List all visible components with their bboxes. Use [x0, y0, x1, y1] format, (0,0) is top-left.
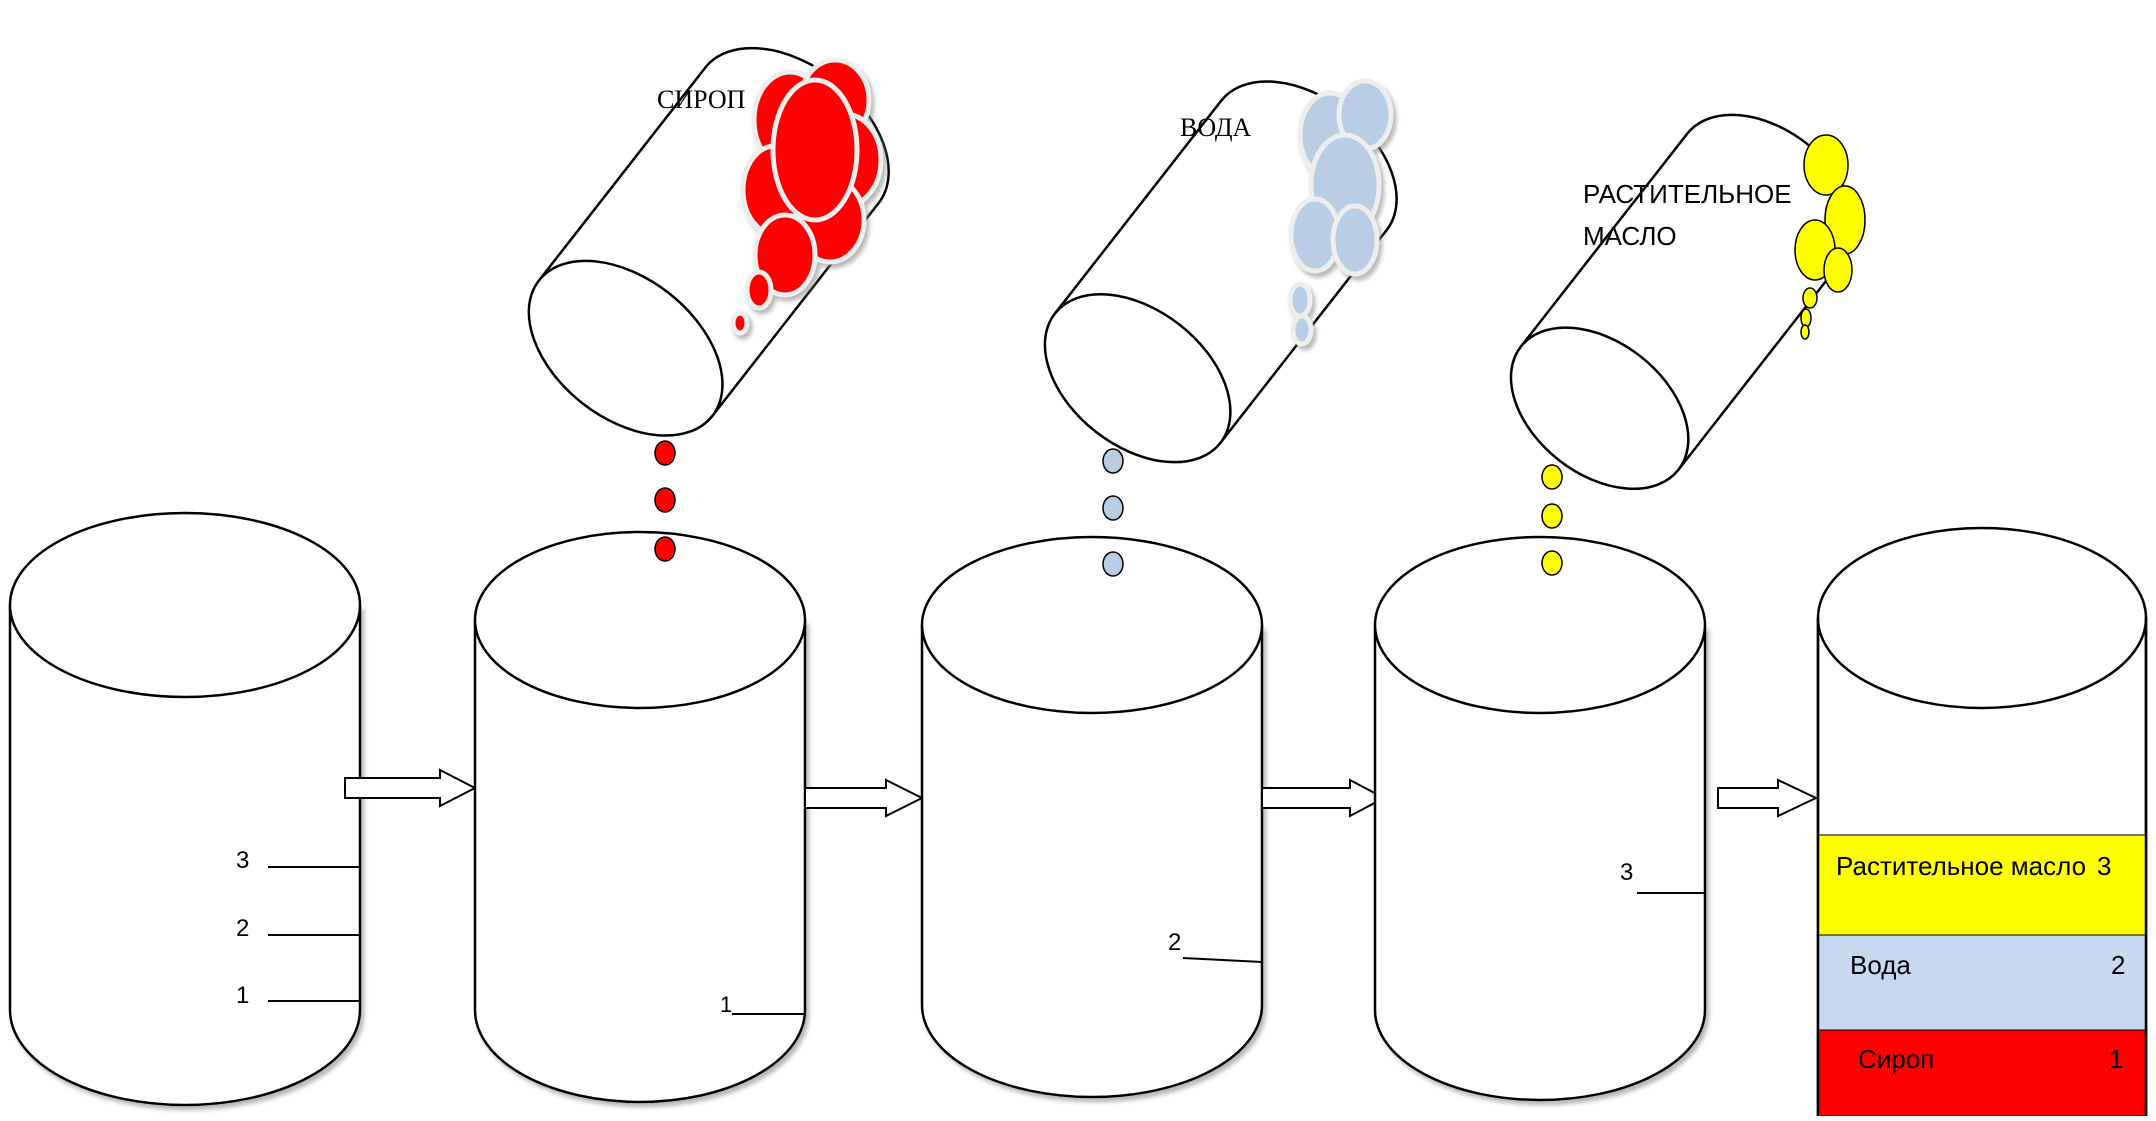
- cylinder-5-result: Растительное масло 3 Вода 2 Сироп 1: [1816, 526, 2148, 1118]
- layer-syrup-name: Сироп: [1858, 1044, 1934, 1074]
- layer-oil-name: Растительное масло: [1836, 851, 2086, 881]
- cylinder-3: 2: [920, 535, 1264, 1099]
- layer-water-number: 2: [2111, 950, 2125, 980]
- oil-drops: [1541, 464, 1563, 576]
- arrow-2: [804, 778, 925, 818]
- layer-oil-number: 3: [2097, 851, 2111, 881]
- mark-label-1: 1: [236, 982, 249, 1009]
- syrup-label: СИРОП: [657, 85, 746, 114]
- arrow-3: [1261, 778, 1387, 818]
- oil-cloud: [1794, 134, 1866, 340]
- mark-label-2: 2: [236, 915, 249, 942]
- pouring-vessel-oil: [1509, 113, 1856, 491]
- mark-label-3: 3: [236, 847, 249, 874]
- layer-water-name: Вода: [1850, 950, 1911, 980]
- oil-label-line2: МАСЛО: [1583, 221, 1677, 251]
- oil-label-line1: РАСТИТЕЛЬНОЕ: [1583, 179, 1792, 209]
- syrup-drops: [654, 440, 676, 562]
- layer-syrup-number: 1: [2109, 1044, 2123, 1074]
- mark-label-2: 2: [1168, 929, 1181, 956]
- cylinder-1: 3 2 1: [8, 511, 362, 1107]
- mark-label-1: 1: [720, 992, 732, 1017]
- cylinder-2: 1: [473, 530, 807, 1104]
- water-cloud: [1287, 78, 1394, 347]
- water-drops: [1102, 448, 1124, 577]
- cylinder-4: 3: [1373, 535, 1707, 1102]
- syrup-cloud: [730, 57, 884, 336]
- arrow-1: [344, 768, 478, 808]
- layer-oil: [1817, 834, 2147, 936]
- water-label: ВОДА: [1180, 113, 1252, 142]
- mark-label-3: 3: [1620, 859, 1633, 886]
- arrow-4: [1717, 778, 1819, 818]
- mark-line-2: [1182, 957, 1263, 963]
